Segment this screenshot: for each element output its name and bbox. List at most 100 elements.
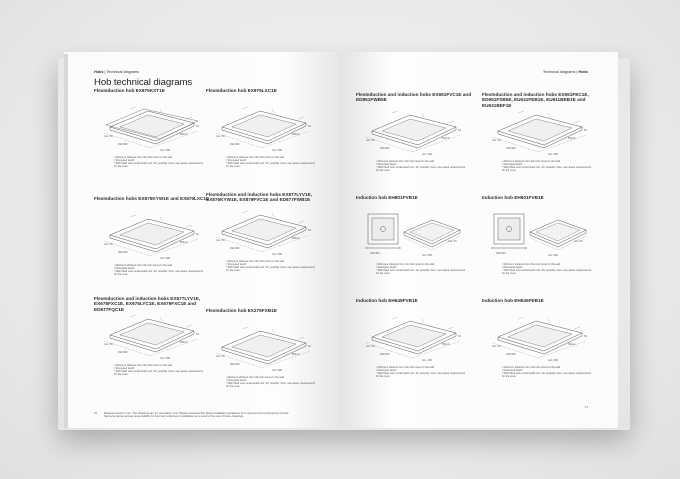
diagram-note: ² Recessed depth (226, 159, 247, 162)
diagram-note: ² Recessed depth (114, 159, 135, 162)
diagram-note: ³ With fitted oven underneath min. 30, p… (502, 166, 592, 172)
right-page: Technical diagrams | Hobs FlexInduction … (340, 52, 618, 428)
dimension-label: 560+2 (442, 342, 450, 346)
diagram-notes: ¹ Minimum distance from the hob cutout t… (226, 156, 318, 168)
diagram-note: ¹ Minimum distance from the hob cutout t… (114, 156, 172, 159)
diagram-note: ² Recessed depth (502, 163, 523, 166)
diagram-section: FlexInduction and induction hobs EX651FV… (356, 92, 474, 188)
diagram-note: ¹ Minimum distance from the hob cutout t… (502, 160, 560, 163)
header-section: Hobs (578, 70, 589, 74)
dimension-label: min. 600 (548, 253, 559, 257)
dimension-label: min. 50 (366, 138, 375, 142)
dimension-label: min. 600 (272, 148, 283, 152)
diagram-note: ³ With fitted oven underneath min. 30, p… (114, 270, 204, 276)
diagram-note: ¹ Minimum distance from the hob cutout t… (376, 160, 434, 163)
diagram-notes: ¹ Minimum distance from the hob cutout t… (114, 364, 206, 376)
diagram-title: Induction hob EH601FVB1E (482, 195, 544, 200)
dimension-label: min. 600 (548, 152, 559, 156)
diagram-notes: ¹ Minimum distance from the hob cutout t… (502, 366, 594, 378)
dimension-label: 560+2 (292, 352, 300, 356)
dimension-label: min. 50 (104, 242, 113, 246)
footnote-line: Measurements in mm. The drawings are for… (104, 411, 289, 415)
dimension-label: min. 50 (104, 342, 113, 346)
diagram-notes: ¹ Minimum distance from the hob cutout t… (502, 263, 594, 275)
dimension-label: 560+2 (180, 340, 188, 344)
dimension-label: 560+2 (568, 342, 576, 346)
footnote-line: Siemens cannot accept responsibility for… (104, 414, 245, 419)
diagram-section: FlexInduction hobs EX875KYW1E and EX875L… (94, 196, 212, 292)
dimension-label: 490-500 (496, 251, 506, 255)
dimension-label: 560+2 (442, 136, 450, 140)
diagram-note: ² Recessed depth (376, 266, 397, 269)
header-section: Hobs (94, 70, 104, 74)
dimension-label: 51 (584, 128, 587, 132)
diagram-note: ¹ Minimum distance from the hob cutout t… (376, 366, 434, 369)
diagram-section: FlexInduction and induction hobs EX677LY… (94, 296, 212, 392)
dimension-label: min. 50 (104, 134, 113, 138)
dimension-label: min. 600 (160, 356, 171, 360)
diagram-note: ³ With fitted oven underneath min. 30, p… (114, 370, 204, 376)
diagram-note: ³ With fitted oven underneath min. 30, p… (226, 162, 316, 168)
dimension-label: min. 600 (422, 358, 433, 362)
dimension-label: 51 (308, 228, 311, 232)
diagram-notes: ¹ Minimum distance from the hob cutout t… (376, 263, 468, 275)
dimension-label: 490-500 (230, 142, 240, 146)
diagram-note: ² Recessed depth (502, 266, 523, 269)
dimension-label: 51 (196, 332, 199, 336)
diagram-note: ³ With fitted oven underneath min. 30, p… (226, 382, 316, 388)
dimension-label: 490-500 (230, 362, 240, 366)
diagram-section: FlexInduction and induction hobs EX651FE… (482, 92, 600, 188)
dimension-label: 51 (458, 334, 461, 338)
dimension-label: min. 600 (422, 152, 433, 156)
dimension-label: 560+2 (180, 240, 188, 244)
dimension-label: min. 600 (548, 358, 559, 362)
dimension-label: 560+2 (180, 132, 188, 136)
diagram-note: ² Recessed depth (376, 369, 397, 372)
dimension-label: min. 600 (160, 148, 171, 152)
dimension-label: min. 50 (448, 239, 457, 243)
dimension-label: 51 (308, 124, 311, 128)
diagram-title: FlexInduction and induction hobs EX651FE… (482, 92, 589, 108)
diagram-note: ² Recessed depth (376, 163, 397, 166)
diagram-note: ³ With fitted oven underneath min. 30, p… (114, 162, 204, 168)
diagram-notes: ¹ Minimum distance from the hob cutout t… (226, 260, 318, 272)
diagram-note: ³ With fitted oven underneath min. 30, p… (502, 269, 592, 275)
dimension-label: 490-500 (380, 352, 390, 356)
diagram-notes: ¹ Minimum distance from the hob cutout t… (114, 264, 206, 276)
diagram-note: ² Recessed depth (226, 263, 247, 266)
page-number: 71 (584, 405, 588, 409)
running-header: Technical diagrams | Hobs (542, 70, 589, 74)
left-page: Hobs | Technical diagrams Hob technical … (64, 52, 340, 428)
dimension-label: 51 (458, 128, 461, 132)
dimension-label: 490-500 (118, 350, 128, 354)
diagram-title: FlexInduction hob EX975LXC1E (206, 88, 277, 93)
dimension-label: min. 50 (216, 134, 225, 138)
diagram-title: FlexInduction and induction hobs EX651FV… (356, 92, 472, 103)
dimension-label: min. 50 (216, 238, 225, 242)
dimension-label: 51 (584, 334, 587, 338)
dimension-label: 490-500 (370, 251, 380, 255)
dimension-label: 560+2 (568, 136, 576, 140)
diagram-note: ¹ Minimum distance from the hob cutout t… (226, 260, 284, 263)
diagram-notes: ¹ Minimum distance from the hob cutout t… (502, 160, 594, 172)
diagram-notes: ¹ Minimum distance from the hob cutout t… (376, 160, 468, 172)
diagram-section: FlexInduction hob EX975LXC1E min. 50 490-5… (206, 88, 324, 184)
hob-diagram-drawing: min. 50 490-500 min. 600 560+2 51 (103, 314, 199, 360)
